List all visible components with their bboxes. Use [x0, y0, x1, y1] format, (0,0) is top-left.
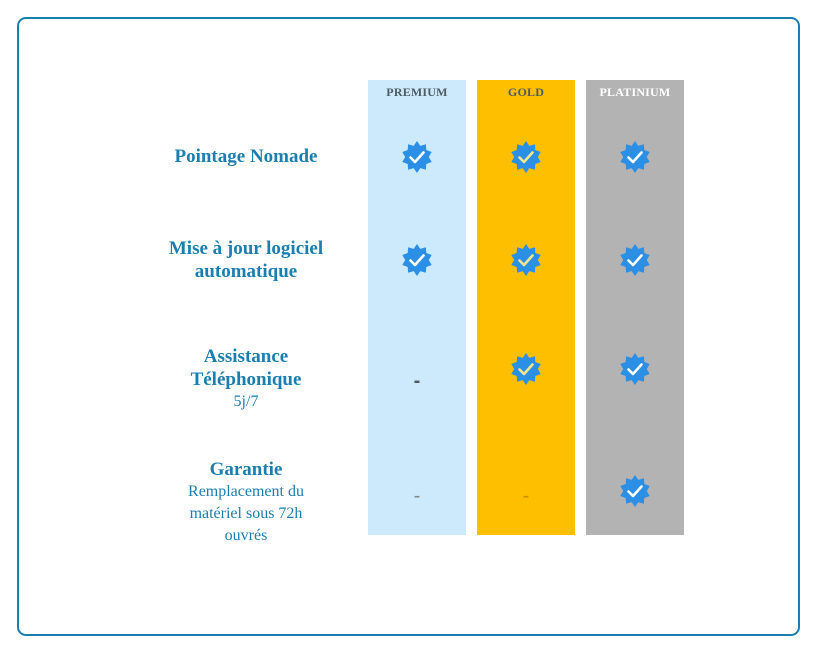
platinium-garantie-cell — [586, 472, 684, 512]
gold-garantie-cell: - — [477, 476, 575, 516]
check-badge-icon — [402, 141, 432, 173]
gold-assistance-cell — [477, 350, 575, 390]
check-badge-icon — [511, 353, 541, 385]
feature-mise-a-jour: Mise à jour logiciel automatique — [130, 237, 362, 283]
feature-assistance: Assistance Téléphonique 5j/7 — [130, 345, 362, 413]
premium-maj-cell — [368, 241, 466, 281]
feature-title: Garantie — [209, 459, 283, 480]
gold-pointage-cell — [477, 138, 575, 178]
gold-maj-cell — [477, 241, 575, 281]
check-badge-icon — [511, 244, 541, 276]
feature-subtitle: 5j/7 — [233, 393, 259, 410]
premium-pointage-cell — [368, 138, 466, 178]
feature-subtitle: Remplacement du matériel sous 72h ouvrés — [188, 483, 304, 544]
plan-column-gold: GOLD - — [477, 80, 575, 535]
premium-garantie-cell: - — [368, 476, 466, 516]
platinium-assistance-cell — [586, 350, 684, 390]
check-badge-icon — [620, 244, 650, 276]
check-badge-icon — [620, 475, 650, 507]
plan-header-gold: GOLD — [507, 84, 545, 99]
not-included-dash: - — [413, 485, 421, 507]
plan-column-premium: PREMIUM - - — [368, 80, 466, 535]
check-badge-icon — [511, 141, 541, 173]
check-badge-icon — [402, 244, 432, 276]
plan-header-premium: PREMIUM — [386, 84, 448, 99]
not-included-dash: - — [522, 485, 530, 507]
feature-pointage-nomade: Pointage Nomade — [130, 145, 362, 168]
feature-title: Assistance Téléphonique — [190, 346, 302, 390]
feature-title: Mise à jour logiciel automatique — [168, 238, 324, 282]
premium-assistance-cell: - — [368, 361, 466, 401]
plan-header-platinium: PLATINIUM — [599, 84, 671, 99]
feature-garantie: Garantie Remplacement du matériel sous 7… — [130, 458, 362, 547]
platinium-pointage-cell — [586, 138, 684, 178]
check-badge-icon — [620, 353, 650, 385]
check-badge-icon — [620, 141, 650, 173]
not-included-dash: - — [413, 370, 421, 392]
platinium-maj-cell — [586, 241, 684, 281]
plan-column-platinium: PLATINIUM — [586, 80, 684, 535]
feature-title: Pointage Nomade — [174, 146, 318, 167]
